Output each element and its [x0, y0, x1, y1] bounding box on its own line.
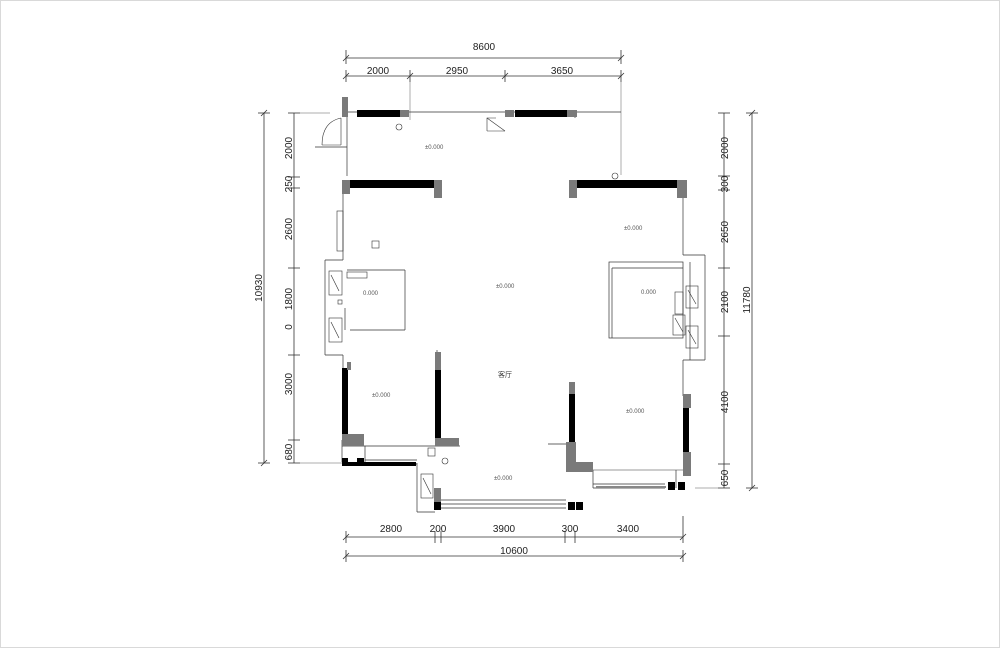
dim-bottom-overall: 10600 — [500, 546, 528, 557]
left-dimension-lines — [258, 109, 345, 467]
level-center: ±0.000 — [496, 284, 515, 290]
dim-left-seg-3: 2600 — [284, 217, 295, 240]
floor-level-labels: ±0.000 ±0.000 ±0.000 0.000 0.000 ±0.000 … — [363, 145, 657, 482]
sanitary-fixtures — [328, 270, 699, 499]
level-right-bath: 0.000 — [641, 290, 657, 296]
dim-bottom-seg-2: 200 — [430, 524, 447, 535]
dim-left-seg-4: 1800 — [284, 287, 295, 310]
dim-left-seg-1: 2000 — [284, 136, 295, 159]
dim-right-seg-4: 2100 — [720, 290, 731, 313]
level-right-bedroom: ±0.000 — [624, 226, 643, 232]
dim-bottom-seg-1: 2800 — [380, 524, 403, 535]
sink-symbols — [395, 123, 619, 465]
dim-left-seg-7: 680 — [284, 443, 295, 460]
dim-top-seg-1: 2000 — [367, 66, 390, 77]
level-left-bath: 0.000 — [363, 291, 379, 297]
dim-bottom-seg-4: 300 — [562, 524, 579, 535]
level-left-bedroom: ±0.000 — [372, 393, 391, 399]
dim-bottom-seg-5: 3400 — [617, 524, 640, 535]
dim-left-seg-2: 250 — [284, 175, 295, 192]
dim-top-seg-3: 3650 — [551, 66, 574, 77]
room-label-living: 客厅 — [498, 370, 512, 379]
level-bottom-balcony: ±0.000 — [494, 476, 513, 482]
level-right-lower-bedroom: ±0.000 — [626, 409, 645, 415]
dimension-labels: 8600 2000 2950 3650 2800 200 3900 300 34… — [254, 42, 753, 557]
dim-left-overall: 10930 — [254, 274, 265, 302]
dim-top-overall: 8600 — [473, 42, 496, 53]
right-dimension-lines — [695, 109, 758, 492]
structural-columns — [342, 97, 691, 502]
level-top-balcony: ±0.000 — [425, 145, 444, 151]
dim-right-overall: 11780 — [742, 286, 753, 314]
dim-right-seg-6: 650 — [720, 469, 731, 486]
door-swings — [321, 117, 506, 457]
dim-right-seg-3: 2650 — [720, 220, 731, 243]
dim-right-seg-5: 4100 — [720, 390, 731, 413]
dim-right-seg-2: 300 — [720, 175, 731, 192]
top-dimension-lines — [342, 50, 625, 175]
dim-top-seg-2: 2950 — [446, 66, 469, 77]
bottom-dimension-lines — [342, 516, 687, 562]
dim-right-seg-1: 2000 — [720, 136, 731, 159]
dim-bottom-seg-3: 3900 — [493, 524, 516, 535]
dim-left-seg-6: 3000 — [284, 372, 295, 395]
window-sills — [348, 462, 666, 488]
dim-left-seg-5: 0 — [284, 324, 295, 330]
